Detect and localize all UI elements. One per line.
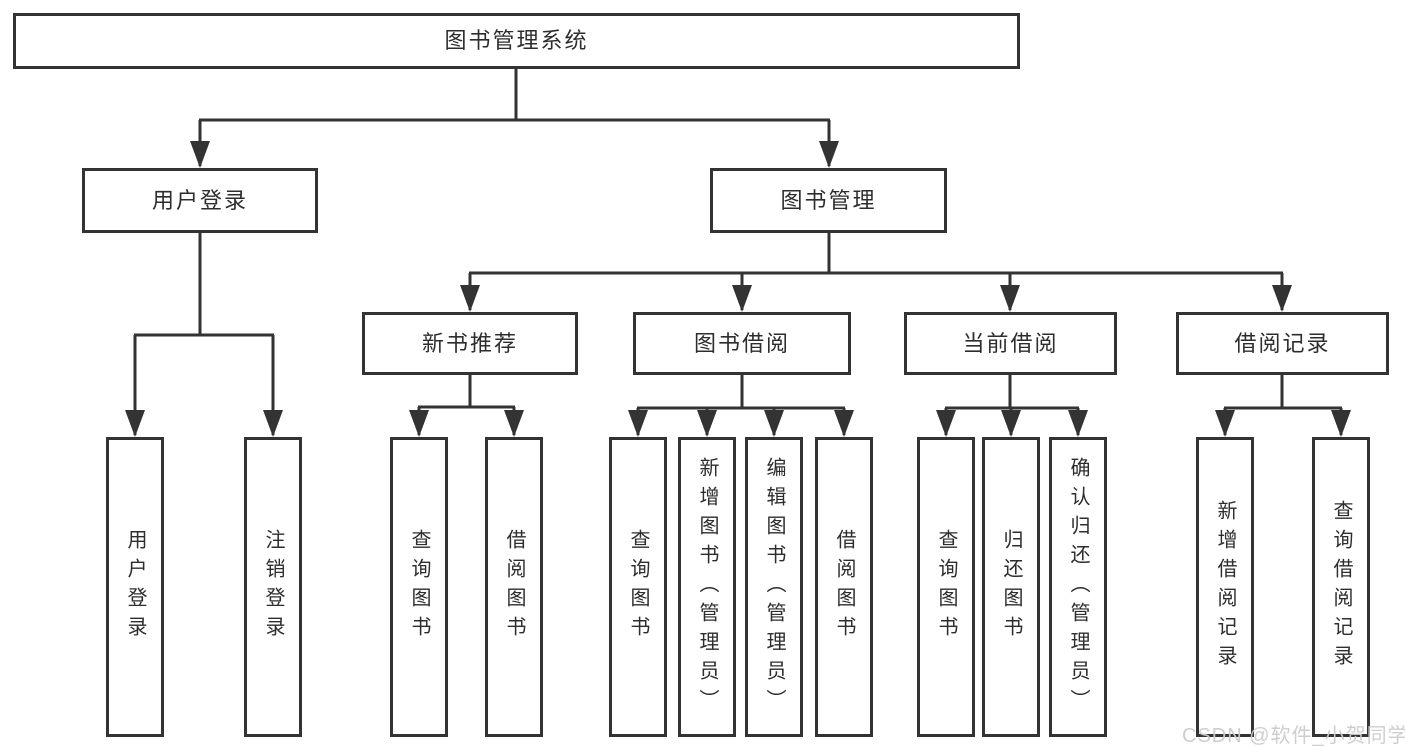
leaf-query-borrow-record: 查询借阅记录 <box>1312 437 1370 737</box>
leaf-query-books-recommend: 查询图书 <box>390 437 448 737</box>
leaf-add-borrow-record: 新增借阅记录 <box>1196 437 1254 737</box>
node-root-system: 图书管理系统 <box>13 13 1020 69</box>
leaf-confirm-return-admin: 确认归还（管理员） <box>1049 437 1107 737</box>
leaf-borrow-books-recommend: 借阅图书 <box>485 437 543 737</box>
leaf-edit-books-admin: 编辑图书（管理员） <box>745 437 803 737</box>
node-book-management: 图书管理 <box>710 168 947 233</box>
leaf-return-books: 归还图书 <box>982 437 1040 737</box>
node-new-book-recommend: 新书推荐 <box>362 312 578 375</box>
node-current-borrow: 当前借阅 <box>904 312 1117 375</box>
node-borrow-records: 借阅记录 <box>1176 312 1389 375</box>
connector-segments <box>133 68 1343 435</box>
node-user-login: 用户登录 <box>82 168 318 233</box>
leaf-logout: 注销登录 <box>244 437 302 737</box>
leaf-query-books-current: 查询图书 <box>917 437 975 737</box>
leaf-user-login: 用户登录 <box>106 437 164 737</box>
watermark-text: CSDN @软件_小贺同学 <box>1182 725 1405 747</box>
leaf-add-books-admin: 新增图书（管理员） <box>678 437 736 737</box>
node-book-borrow: 图书借阅 <box>633 312 851 375</box>
arrowhead-icons <box>125 141 1351 437</box>
leaf-query-books-borrow: 查询图书 <box>609 437 667 737</box>
leaf-borrow-books-borrow: 借阅图书 <box>815 437 873 737</box>
